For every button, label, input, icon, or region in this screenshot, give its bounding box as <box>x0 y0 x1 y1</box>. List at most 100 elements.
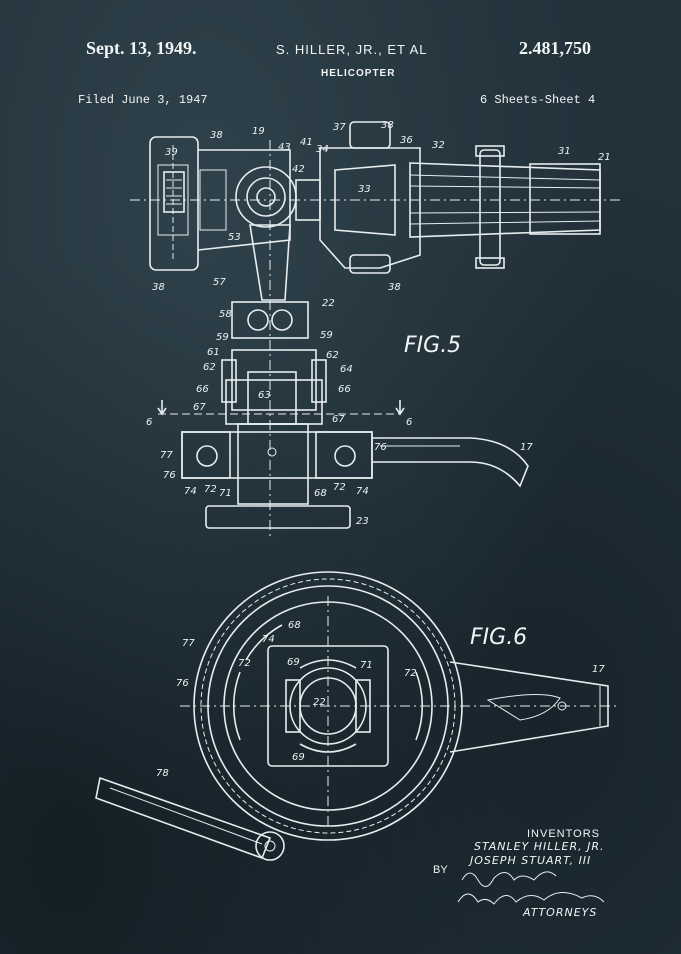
ball-race <box>200 578 456 834</box>
ref-22b: 22 <box>313 697 326 708</box>
arc-74 <box>245 624 283 661</box>
ref-67: 67 <box>193 402 206 413</box>
inventors-short: S. HILLER, JR., ET AL <box>276 42 428 57</box>
ref-78: 78 <box>156 768 169 779</box>
figure-5-label: FIG.5 <box>404 333 462 358</box>
cap-38 <box>349 254 391 274</box>
filed-date: Filed June 3, 1947 <box>78 93 208 107</box>
ref-68: 68 <box>314 488 327 499</box>
ref-72b: 72 <box>333 482 346 493</box>
ring-right-hatched <box>315 431 373 479</box>
signature-line-2 <box>457 892 605 905</box>
arm-17-slot <box>486 693 561 721</box>
ref-36: 36 <box>400 135 413 146</box>
inner-plate-68 <box>267 645 389 767</box>
ref-71: 71 <box>219 488 232 499</box>
ref-66b: 66 <box>338 384 351 395</box>
ref-58: 58 <box>219 309 232 320</box>
ref-62: 62 <box>203 362 216 373</box>
lower-ring <box>181 431 373 479</box>
ref-19: 19 <box>252 126 265 137</box>
ref-76b: 76 <box>374 442 387 453</box>
bearing-pin <box>256 187 276 207</box>
ref-31: 31 <box>558 146 571 157</box>
ref-64: 64 <box>340 364 353 375</box>
ref-63: 63 <box>258 390 271 401</box>
signature-line-1 <box>461 871 557 887</box>
bearing-outer <box>235 166 297 228</box>
ref-57: 57 <box>213 277 226 288</box>
ref-17b: 17 <box>592 664 605 675</box>
ref-62b: 62 <box>326 350 339 361</box>
by-label: BY <box>433 864 448 876</box>
arc-72-right <box>415 671 424 741</box>
bearing-housing-59 <box>231 301 309 339</box>
inventor-2: JOSEPH STUART, III <box>470 854 592 867</box>
figure-6-label: FIG.6 <box>470 625 528 650</box>
bearing-inner <box>246 177 286 217</box>
ref-72: 72 <box>204 484 217 495</box>
left-hub-block <box>149 136 199 271</box>
lug-71 <box>355 679 371 733</box>
attorney-signatures <box>457 871 605 905</box>
ref-74c: 74 <box>262 634 275 645</box>
arm-19 <box>197 149 291 251</box>
ref-33: 33 <box>358 184 371 195</box>
ref-76c: 76 <box>176 678 189 689</box>
ring-left-hatched <box>181 431 231 479</box>
retaining-bolt <box>479 149 501 266</box>
outer-ring-77 <box>193 571 463 841</box>
ref-43: 43 <box>278 142 291 153</box>
base-23 <box>205 505 351 529</box>
ring-ball-left <box>196 445 218 467</box>
shaft-22-outer <box>289 667 367 745</box>
patent-date: Sept. 13, 1949. <box>86 38 197 58</box>
mast-shaft <box>237 423 309 505</box>
patent-title: HELICOPTER <box>321 68 396 79</box>
shaft-hole <box>267 447 277 457</box>
inventor-1: STANLEY HILLER, JR. <box>474 840 605 853</box>
ref-68b: 68 <box>288 620 301 631</box>
ref-39: 39 <box>165 147 178 158</box>
flange-left <box>221 359 237 403</box>
ref-76: 76 <box>163 470 176 481</box>
ref-67b: 67 <box>332 414 345 425</box>
ref-21: 21 <box>598 152 611 163</box>
flange-right <box>311 359 327 403</box>
section-arrow-left <box>157 400 167 416</box>
lug-69 <box>285 679 301 733</box>
patent-number: 2.481,750 <box>519 38 591 58</box>
sheet-number: 6 Sheets-Sheet 4 <box>480 93 596 107</box>
ref-74: 74 <box>184 486 197 497</box>
ref-17: 17 <box>520 442 533 453</box>
bolt-39 <box>163 171 185 213</box>
ball-left <box>247 309 269 331</box>
arm-17-hole <box>557 701 567 711</box>
ref-59: 59 <box>216 332 229 343</box>
cap-37 <box>349 121 391 149</box>
handle-78-inner <box>109 787 263 845</box>
ref-66: 66 <box>196 384 209 395</box>
plate-66 <box>225 379 323 425</box>
inventors-heading: INVENTORS <box>527 828 600 840</box>
ref-53: 53 <box>228 232 241 243</box>
ref-42: 42 <box>292 164 305 175</box>
housing-36 <box>319 147 421 269</box>
figure-5-drawing <box>130 121 620 540</box>
bridge-top <box>299 659 357 669</box>
section-arrow-right <box>395 400 405 416</box>
blade-root-21 <box>529 163 601 235</box>
ref-22: 22 <box>322 298 335 309</box>
bolt-head-top <box>475 145 505 157</box>
ref-77: 77 <box>160 450 173 461</box>
attorneys-label: ATTORNEYS <box>523 906 598 919</box>
ref-72c: 72 <box>238 658 251 669</box>
arc-72-left <box>232 671 241 741</box>
bolt-head-bottom <box>475 257 505 269</box>
ref-34: 34 <box>316 144 329 155</box>
ref-38c: 38 <box>152 282 165 293</box>
ref-69b: 69 <box>292 752 305 763</box>
ref-38d: 38 <box>388 282 401 293</box>
ring-ball-right <box>334 445 356 467</box>
